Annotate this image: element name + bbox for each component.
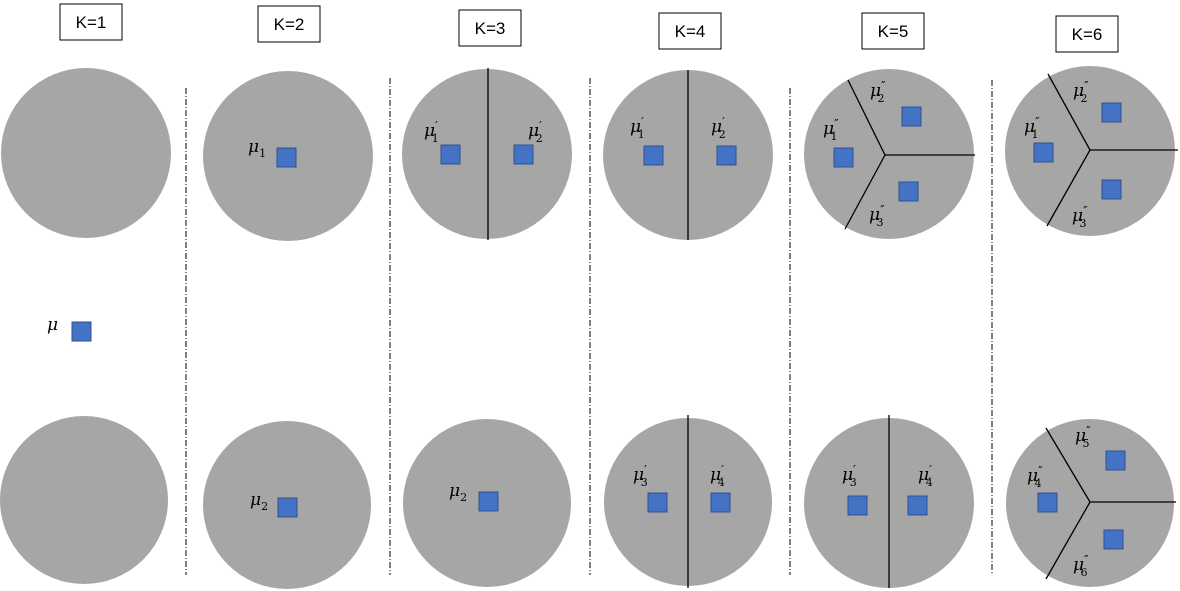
centroid-k5-mu2pp: [901, 106, 922, 127]
label-k6-mu1-dprime: μ″1: [1024, 115, 1040, 141]
circle-top-1: [1, 68, 171, 238]
centroid-mu: [71, 321, 92, 342]
centroid-k5-mu3pp: [898, 181, 919, 202]
centroid-k5-mu3p: [847, 495, 868, 516]
centroid-k3-mu1p: [440, 144, 461, 165]
centroid-k4-mu4p: [710, 492, 731, 513]
label-k4-mu1-prime: μ′1: [630, 115, 645, 141]
centroid-k6-mu5pp: [1105, 450, 1126, 471]
centroid-markers: [71, 102, 1126, 550]
centroid-k6-mu3pp: [1101, 179, 1122, 200]
centroid-k6-mu6pp: [1103, 529, 1124, 550]
svg-text:K=2: K=2: [274, 15, 305, 34]
label-k4-mu2-prime: μ′2: [711, 115, 726, 141]
svg-text:K=1: K=1: [76, 13, 107, 32]
split-line-top-6-a: [1047, 73, 1091, 151]
k-label-6: K=6: [1055, 15, 1119, 53]
svg-text:K=6: K=6: [1072, 25, 1103, 44]
centroid-k6-mu2pp: [1101, 102, 1122, 123]
split-line-top-5-c: [844, 154, 886, 230]
centroid-k6-mu1pp: [1033, 142, 1054, 163]
centroid-k3-mu2: [478, 491, 499, 512]
k-label-1: K=1: [59, 3, 123, 41]
centroid-k4-mu3p: [647, 492, 668, 513]
circle-bottom-1: [0, 416, 168, 584]
label-k6-mu3-dprime: μ″3: [1072, 204, 1088, 230]
label-k6-mu2-dprime: μ″2: [1073, 79, 1089, 105]
label-k4-mu3-prime: μ′3: [633, 463, 648, 489]
label-k6-mu4-dprime: μ″4: [1027, 464, 1043, 490]
label-k6-mu6-dprime: μ″6: [1073, 553, 1089, 579]
label-k6-mu5-dprime: μ″5: [1075, 424, 1091, 450]
split-line-bottom-6-a: [1045, 427, 1091, 503]
centroid-k4-mu2p: [716, 145, 737, 166]
bottom-row-circles: [0, 416, 1174, 589]
circle-top-5: [804, 69, 974, 239]
top-row-circles: [1, 66, 1175, 241]
k-label-3: K=3: [458, 9, 522, 47]
split-line-top-5-a: [847, 79, 886, 156]
centroid-k3-mu2p: [513, 144, 534, 165]
circle-top-3: [402, 69, 572, 239]
label-k5-mu4-prime: μ′4: [918, 463, 933, 489]
svg-text:K=4: K=4: [675, 22, 706, 41]
label-mu2-prime: μ′2: [528, 119, 543, 145]
centroid-k2-mu2: [277, 497, 298, 518]
k-label-2: K=2: [257, 5, 321, 43]
label-k4-mu4-prime: μ′4: [710, 463, 725, 489]
centroid-labels: μ μ1 μ2 μ′1 μ′2 μ2 μ′1 μ′2 μ′3 μ′4: [47, 79, 1091, 579]
centroid-k5-mu4p: [907, 495, 928, 516]
centroid-k6-mu4pp: [1037, 492, 1058, 513]
centroid-k2-mu1: [276, 147, 297, 168]
label-k5-mu1-dprime: μ″1: [823, 117, 839, 143]
centroid-k4-mu1p: [643, 145, 664, 166]
label-mu1-prime: μ′1: [424, 119, 439, 145]
column-separators: [185, 78, 993, 575]
label-k3-mu2: μ2: [449, 481, 467, 504]
k-label-4: K=4: [658, 12, 722, 50]
centroid-k5-mu1pp: [833, 147, 854, 168]
partition-lines: [487, 68, 1178, 588]
label-k5-mu3-prime: μ′3: [842, 463, 857, 489]
label-mu1: μ1: [248, 137, 266, 160]
label-mu2: μ2: [250, 490, 268, 513]
split-line-top-6-c: [1046, 149, 1091, 227]
label-k5-mu2-dprime: μ″2: [870, 79, 886, 105]
label-mu: μ: [47, 315, 58, 335]
svg-text:K=3: K=3: [475, 19, 506, 38]
k-label-5: K=5: [861, 12, 925, 50]
svg-text:K=5: K=5: [878, 22, 909, 41]
split-line-bottom-6-c: [1045, 501, 1091, 580]
label-k5-mu3-dprime: μ″3: [869, 203, 885, 229]
